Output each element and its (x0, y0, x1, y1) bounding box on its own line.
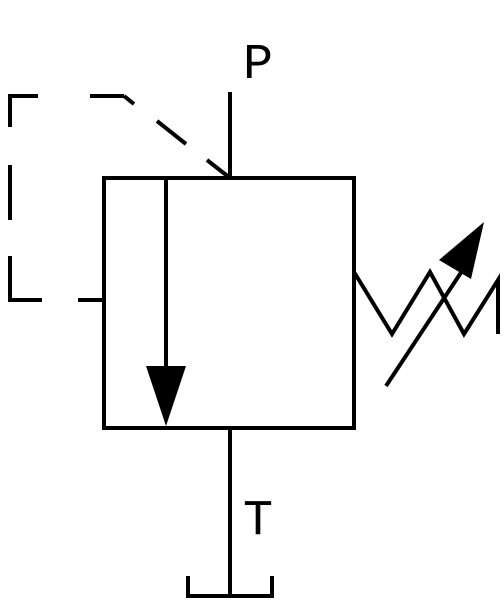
pilot-line (8, 94, 232, 302)
adjustable-spring-icon (352, 222, 500, 388)
port-label-p: P (243, 37, 273, 94)
tank-icon (186, 576, 274, 598)
valve-body (102, 176, 356, 430)
arrow-down-icon (146, 178, 186, 426)
port-label-t: T (243, 493, 273, 550)
